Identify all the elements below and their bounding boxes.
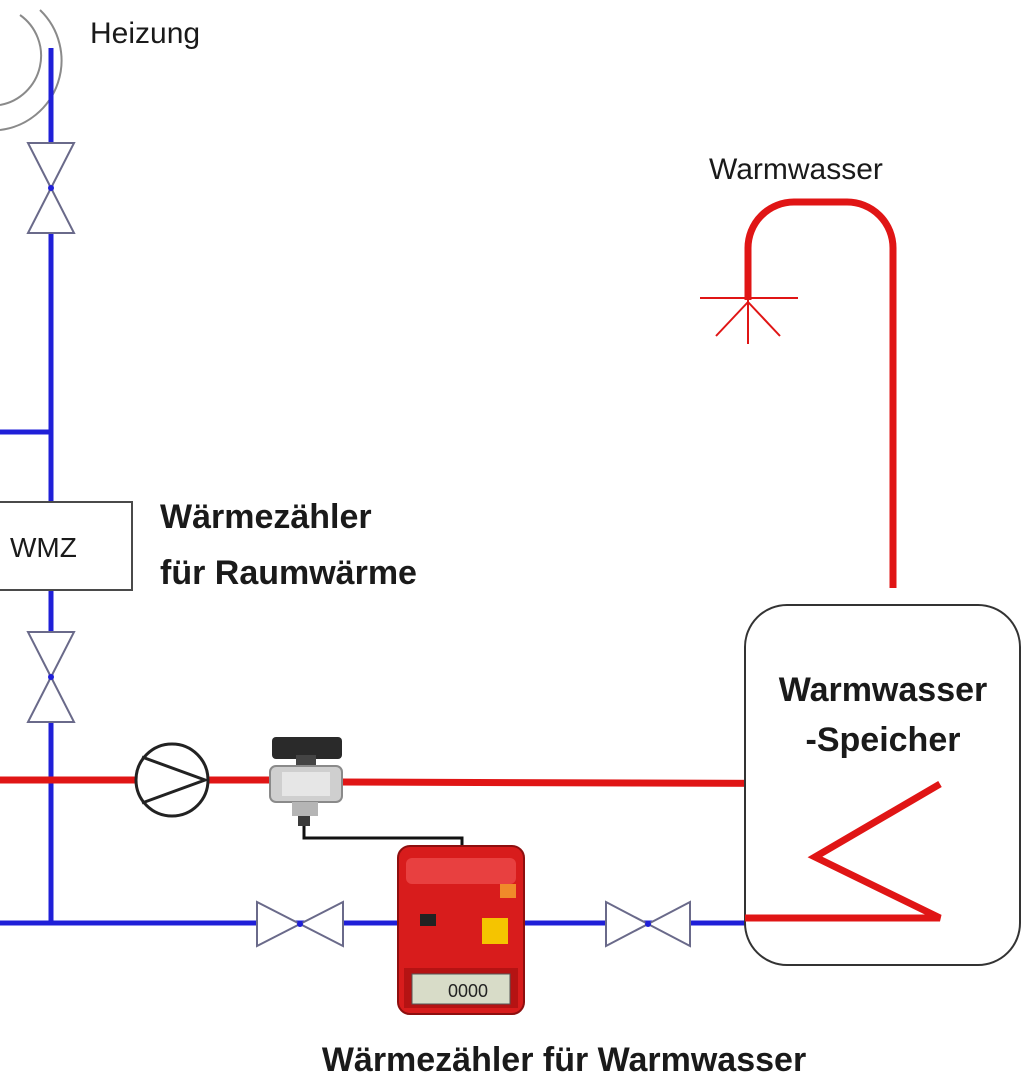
radiator-symbol <box>0 9 63 131</box>
storage-tank <box>744 604 1021 966</box>
meter-room-heat-line1: Wärmezähler <box>160 498 372 536</box>
hot-water-riser-pipe <box>744 198 897 588</box>
tap-symbol <box>700 297 798 344</box>
meter-display-reading: 0000 <box>448 981 488 1001</box>
tank-label-line1: Warmwasser <box>779 671 988 709</box>
hot-water-label: Warmwasser <box>709 153 883 186</box>
return-valve-right <box>605 900 691 948</box>
ball-valve-sensor <box>269 737 343 826</box>
riser-valve-bottom <box>26 631 76 723</box>
hot-water-meter-device: 0000 <box>397 845 525 1015</box>
circulation-pump <box>134 742 210 818</box>
return-valve-left <box>256 900 344 948</box>
tank-label-line2: -Speicher <box>806 721 961 759</box>
heating-label: Heizung <box>90 17 200 50</box>
riser-valve-top <box>26 142 76 234</box>
meter-room-heat-line2: für Raumwärme <box>160 554 417 592</box>
heat-exchanger-coil <box>745 780 942 922</box>
wmz-box: WMZ <box>0 501 133 591</box>
meter-hot-water-caption: Wärmezähler für Warmwasser <box>322 1041 806 1079</box>
wmz-label: WMZ <box>10 532 77 563</box>
